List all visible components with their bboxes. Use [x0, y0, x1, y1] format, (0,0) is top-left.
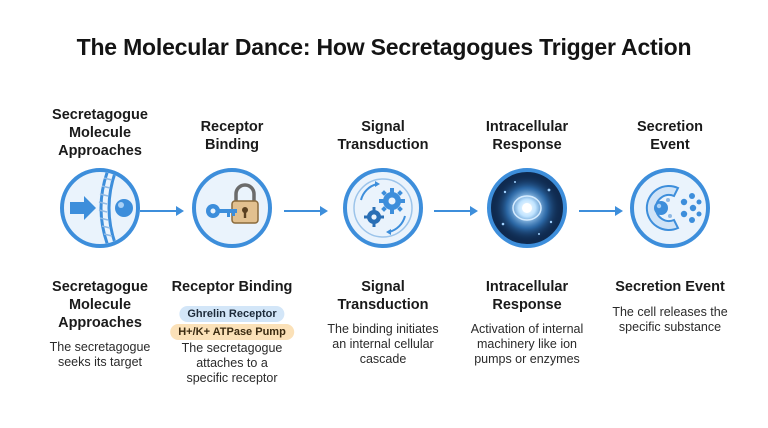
step-name: Receptor Binding — [171, 279, 293, 295]
step-heading: Receptor Binding — [200, 119, 264, 153]
step-name: Secretagogue Molecule Approaches — [52, 279, 148, 331]
molecule-approach-icon — [60, 168, 140, 248]
secreting-cell-icon — [630, 168, 710, 248]
step-description: The cell releases the specific substance — [612, 305, 728, 334]
step-description: The secretagogue attaches to a specific … — [181, 341, 283, 385]
atpase-pump-badge: H+/K+ ATPase Pump — [170, 324, 294, 340]
arrow-right-icon — [434, 206, 478, 216]
step-name: Intracellular Response — [485, 279, 569, 313]
arrow-right-icon — [140, 206, 184, 216]
step-molecule-approaches: Secretagogue Molecule Approaches Secreta… — [30, 0, 170, 428]
step-receptor-binding: Receptor Binding Receptor Binding Ghreli… — [162, 0, 302, 428]
step-intracellular-response: Intracellular Response Intracell — [457, 0, 597, 428]
key-lock-icon — [192, 168, 272, 248]
step-signal-transduction: Signal Transduction — [313, 0, 453, 428]
glowing-cell-icon — [487, 168, 567, 248]
step-description: The secretagogue seeks its target — [49, 340, 151, 369]
step-heading: Secretion Event — [636, 119, 704, 153]
arrow-right-icon — [284, 206, 328, 216]
ghrelin-receptor-badge: Ghrelin Receptor — [179, 306, 285, 322]
step-description: The binding initiates an internal cellul… — [327, 322, 439, 366]
step-heading: Intracellular Response — [485, 119, 569, 153]
diagram-title: The Molecular Dance: How Secretagogues T… — [76, 34, 692, 60]
step-description: Activation of internal machinery like io… — [470, 322, 584, 366]
step-heading: Secretagogue Molecule Approaches — [52, 107, 148, 159]
step-secretion-event: Secretion Event Secretion Event The cell… — [600, 0, 740, 428]
arrow-right-icon — [579, 206, 623, 216]
step-name: Signal Transduction — [337, 279, 429, 313]
step-heading: Signal Transduction — [337, 119, 429, 153]
step-name: Secretion Event — [615, 279, 725, 295]
gears-icon — [343, 168, 423, 248]
